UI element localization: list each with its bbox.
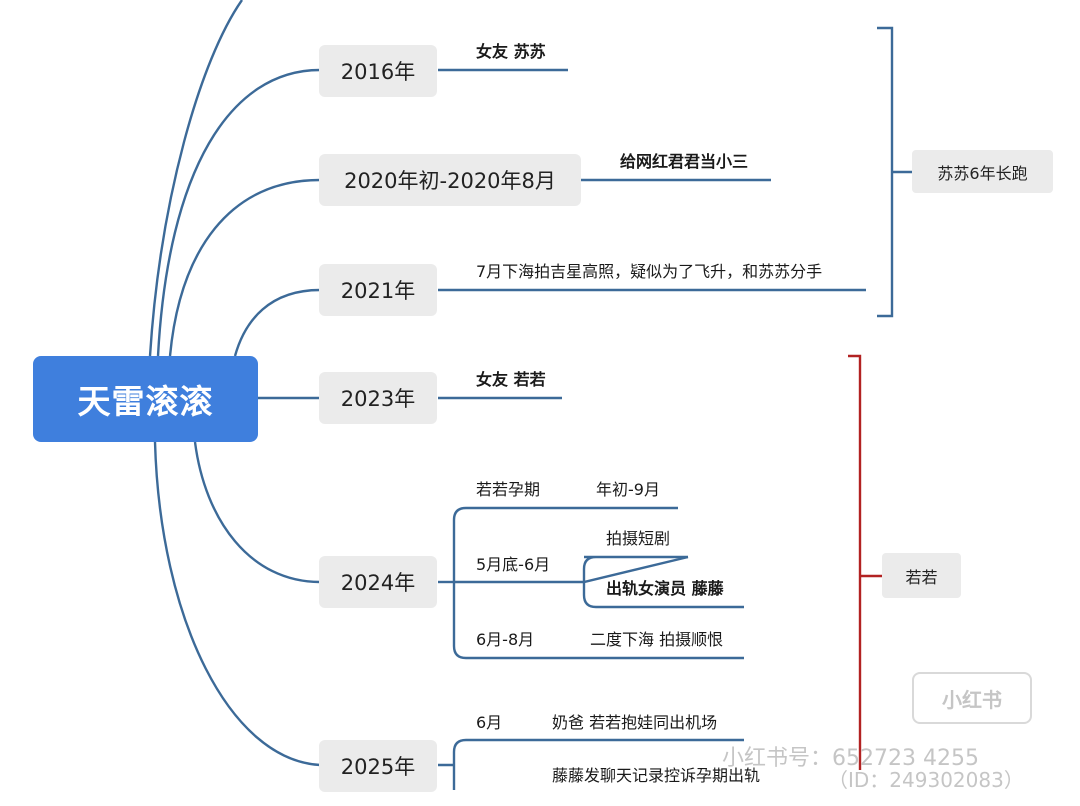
note-girlfriend-susu: 女友 苏苏 <box>476 42 546 61</box>
note-may-june: 5月底-6月 <box>476 555 551 574</box>
note-pregnancy-period: 年初-9月 <box>596 480 660 499</box>
group-susu: 苏苏6年长跑 <box>912 150 1053 193</box>
watermark-logo: 小红书 <box>912 672 1032 724</box>
note-2021-event: 7月下海拍吉星高照，疑似为了飞升，和苏苏分手 <box>476 262 823 281</box>
node-2023: 2023年 <box>319 372 437 424</box>
branch-2024 <box>193 441 321 584</box>
branch-2021 <box>233 288 321 357</box>
note-june-august: 6月-8月 <box>476 630 535 649</box>
branch-2016 <box>156 68 321 357</box>
note-dad-airport: 奶爸 若若抱娃同出机场 <box>552 713 718 732</box>
branch-2020 <box>168 178 321 357</box>
root-topic: 天雷滚滚 <box>33 356 258 442</box>
node-2025: 2025年 <box>319 740 437 792</box>
note-chat-record: 藤藤发聊天记录控诉孕期出轨 <box>552 766 761 785</box>
note-shooting-drama: 拍摄短剧 <box>606 529 671 548</box>
note-second-time: 二度下海 拍摄顺恨 <box>590 630 724 649</box>
branch-top-offscreen <box>148 0 243 357</box>
branch-2025 <box>153 441 321 767</box>
note-mistress: 给网红君君当小三 <box>620 152 749 171</box>
note-pregnancy: 若若孕期 <box>476 480 541 499</box>
note-affair: 出轨女演员 藤藤 <box>606 579 724 598</box>
note-june-2025: 6月 <box>476 713 503 732</box>
node-2021: 2021年 <box>319 264 437 316</box>
watermark-account: 小红书号：652723 4255 <box>722 746 979 771</box>
watermark-id: （ID：249302083） <box>828 768 1024 792</box>
node-2020: 2020年初-2020年8月 <box>319 154 581 206</box>
node-2024: 2024年 <box>319 556 437 608</box>
note-girlfriend-ruoruo: 女友 若若 <box>476 370 546 389</box>
node-2016: 2016年 <box>319 45 437 97</box>
group-ruoruo: 若若 <box>882 553 961 598</box>
